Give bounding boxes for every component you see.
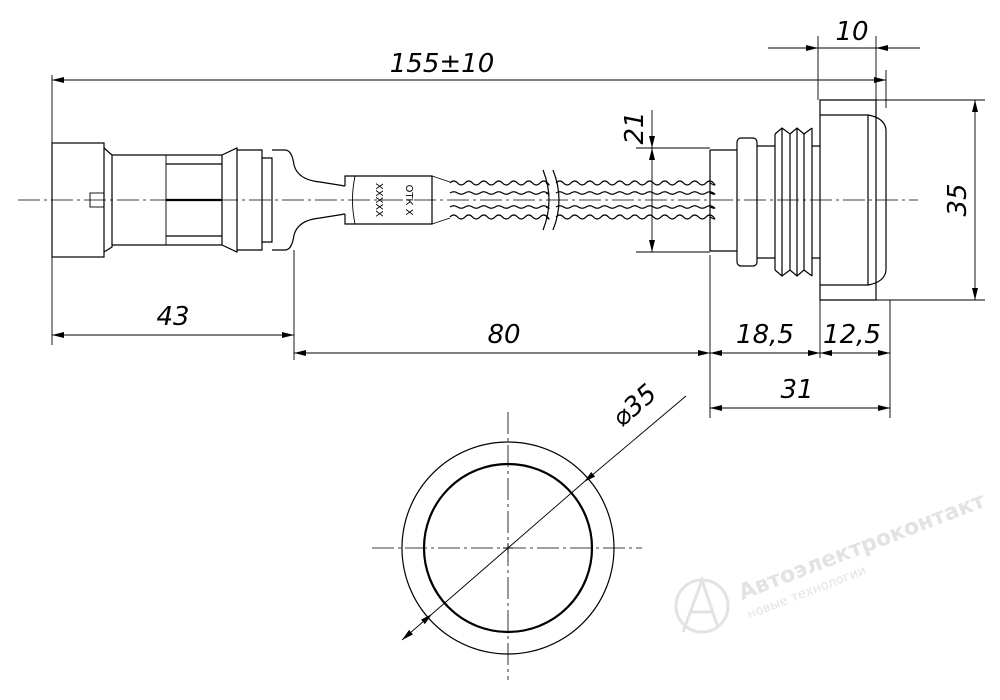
watermark-company: Автоэлектроконтакт [735,488,989,605]
dimension-height: 35 [943,183,973,216]
front-view [372,395,687,680]
dimension-diameter: ⌀35 [607,379,663,434]
watermark: Автоэлектроконтакт новые технологии [674,488,989,634]
dimension-lines [52,45,978,411]
extension-lines [51,36,985,418]
dimension-body-part-b: 12,5 [823,320,881,350]
dimension-body-part-a: 18,5 [736,320,794,350]
break-mark-2 [552,169,560,231]
break-mark-1 [542,169,550,231]
label-otk: ОТК Х [403,184,414,215]
corrugated-tube [449,169,716,231]
connector [51,142,273,258]
dimension-overall-length: 155±10 [390,49,495,79]
dimension-cable-length: 80 [487,320,520,350]
dimension-connector-length: 43 [156,302,189,332]
dimension-thread: 21 [620,111,650,144]
label-xxxxx: XXXXX [373,183,384,217]
dimension-cap-length: 10 [835,17,868,47]
dimension-body-total: 31 [780,375,813,405]
cable-housing: XXXXX ОТК Х [272,149,451,251]
watermark-logo [674,575,730,634]
